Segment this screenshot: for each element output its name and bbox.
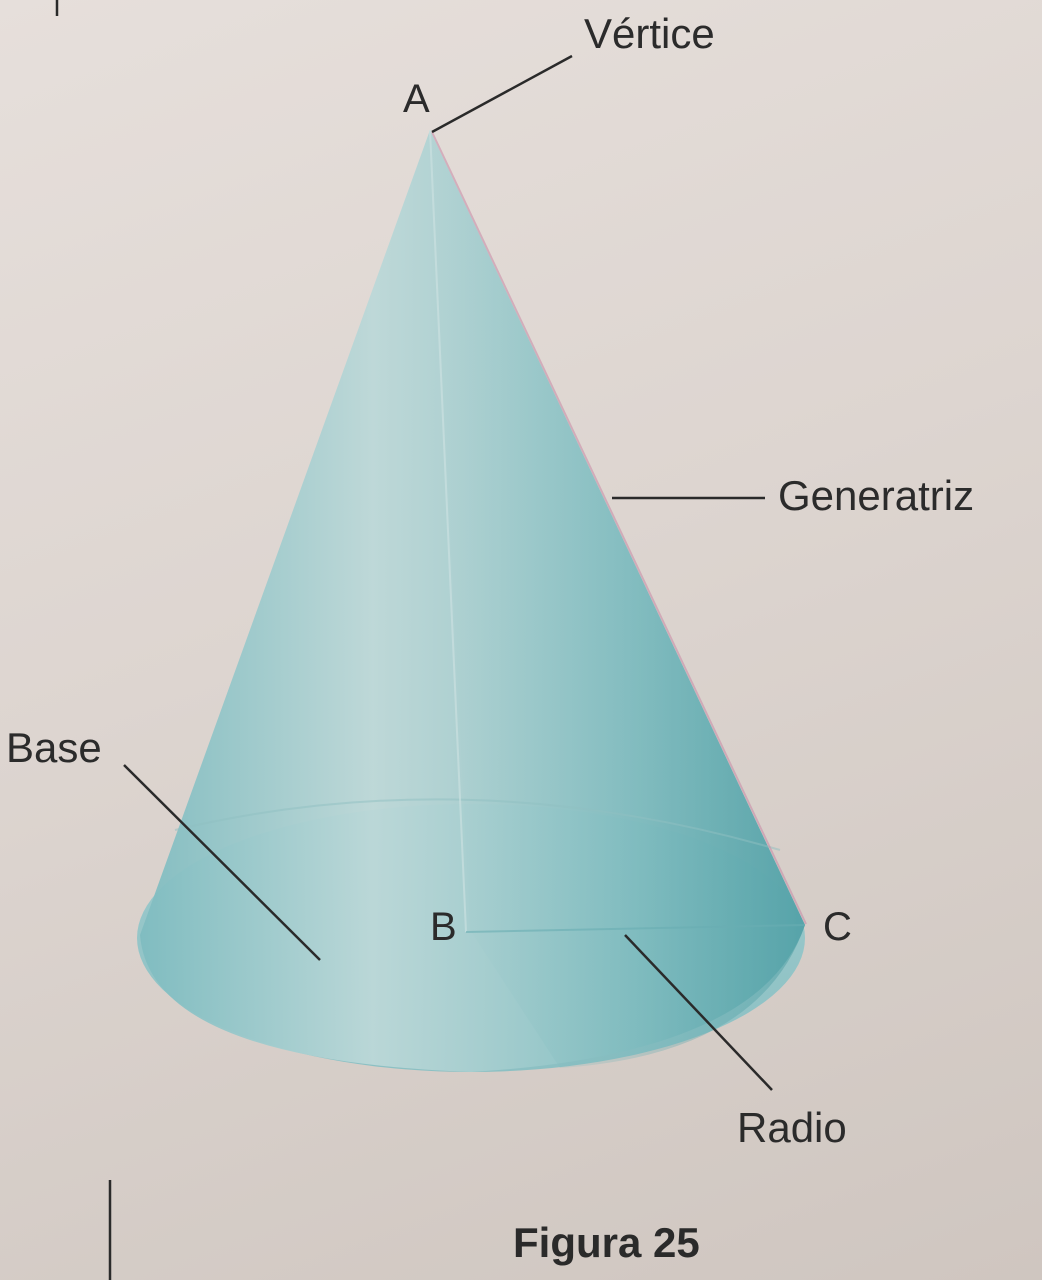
base-inner-rim bbox=[174, 798, 781, 851]
base-leader-line bbox=[123, 764, 321, 961]
radius-segment bbox=[465, 924, 806, 933]
point-b-label: B bbox=[430, 905, 457, 949]
radius-label: Radio bbox=[737, 1104, 847, 1151]
figure-caption: Figura 25 bbox=[513, 1219, 700, 1266]
vertex-leader-line bbox=[431, 54, 573, 134]
vertex-label: Vértice bbox=[584, 10, 715, 57]
cone-shade bbox=[430, 130, 805, 1068]
generatrix-label: Generatriz bbox=[778, 472, 974, 519]
height-segment bbox=[429, 129, 467, 933]
point-a-label: A bbox=[403, 77, 430, 121]
base-label: Base bbox=[6, 724, 102, 771]
radius-leader-line bbox=[624, 934, 773, 1091]
point-c-label: C bbox=[823, 905, 852, 949]
generatrix-edge bbox=[431, 131, 807, 925]
